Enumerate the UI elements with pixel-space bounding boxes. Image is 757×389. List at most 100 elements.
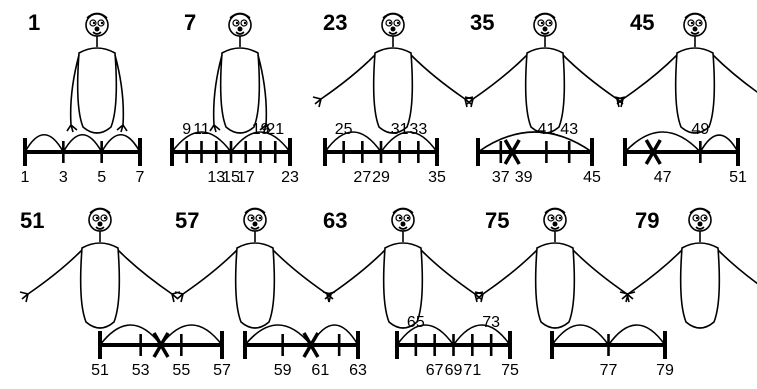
- torso: [681, 243, 720, 328]
- jump-arc: [609, 325, 666, 345]
- mouth: [551, 227, 559, 229]
- mouth: [251, 227, 259, 229]
- figure-51: 51: [20, 208, 180, 328]
- figure-number: 51: [20, 208, 44, 233]
- left-arm: [313, 55, 375, 107]
- pupil: [244, 22, 246, 24]
- pupil: [407, 217, 409, 219]
- figure-number: 79: [635, 208, 659, 233]
- pupil: [93, 22, 95, 24]
- torso: [236, 243, 275, 328]
- nose: [698, 222, 703, 227]
- number-label-below: 39: [515, 169, 533, 186]
- nose: [391, 27, 396, 32]
- jump-arc: [325, 132, 381, 152]
- number-label-below: 5: [97, 169, 106, 186]
- head: [89, 209, 111, 231]
- figure-35: 35: [465, 10, 625, 133]
- figure-number: 57: [175, 208, 199, 233]
- pupil: [236, 22, 238, 24]
- number-label-above: 21: [266, 121, 284, 138]
- number-label-above: 43: [560, 121, 578, 138]
- number-label-below: 47: [654, 169, 672, 186]
- torso: [81, 243, 120, 328]
- right-arm: [411, 55, 473, 107]
- number-label-below: 51: [91, 362, 109, 379]
- number-label-below: 57: [213, 362, 231, 379]
- number-label-below: 29: [372, 169, 390, 186]
- jump-arc: [25, 135, 63, 152]
- nose: [543, 27, 548, 32]
- pupil: [551, 217, 553, 219]
- number-label-above: 41: [538, 121, 556, 138]
- nose: [98, 222, 103, 227]
- mouth: [691, 32, 699, 34]
- pupil: [691, 22, 693, 24]
- number-label-below: 71: [463, 362, 481, 379]
- torso: [536, 243, 575, 328]
- head: [392, 209, 414, 231]
- jump-arc: [63, 135, 101, 152]
- number-label-above: 9: [182, 121, 191, 138]
- mouth: [93, 32, 101, 34]
- number-label-below: 53: [132, 362, 150, 379]
- number-label-above: 49: [691, 121, 709, 138]
- torso: [78, 48, 117, 133]
- pupil: [704, 217, 706, 219]
- number-label-below: 23: [281, 169, 299, 186]
- number-label-above: 31: [391, 121, 409, 138]
- head: [86, 14, 108, 36]
- number-label-below: 51: [729, 169, 747, 186]
- nose: [95, 27, 100, 32]
- figure-number: 75: [485, 208, 509, 233]
- jump-arc: [625, 132, 700, 152]
- figure-63: 63: [323, 208, 483, 328]
- right-arm: [713, 55, 757, 107]
- number-label-below: 1: [21, 169, 30, 186]
- pupil: [251, 217, 253, 219]
- pupil: [549, 22, 551, 24]
- nose: [253, 222, 258, 227]
- figure-number: 23: [323, 10, 347, 35]
- number-label-above: 25: [335, 121, 353, 138]
- figure-57: 57: [175, 208, 335, 328]
- figure-79: 79: [620, 208, 757, 328]
- mouth: [399, 227, 407, 229]
- head: [689, 209, 711, 231]
- head: [244, 209, 266, 231]
- number-label-below: 61: [311, 362, 329, 379]
- left-arm: [475, 250, 537, 302]
- pupil: [696, 217, 698, 219]
- number-label-below: 67: [426, 362, 444, 379]
- nose: [238, 27, 243, 32]
- number-label-below: 75: [501, 362, 519, 379]
- head: [382, 14, 404, 36]
- left-arm: [465, 55, 527, 107]
- figure-7: 7: [184, 10, 270, 133]
- figure-1: 1: [28, 10, 127, 133]
- pupil: [559, 217, 561, 219]
- pupil: [399, 217, 401, 219]
- nose: [553, 222, 558, 227]
- pupil: [259, 217, 261, 219]
- number-label-below: 35: [428, 169, 446, 186]
- figure-23: 23: [313, 10, 473, 133]
- number-label-above: 73: [482, 314, 500, 331]
- figure-number: 63: [323, 208, 347, 233]
- number-label-below: 27: [353, 169, 371, 186]
- pupil: [397, 22, 399, 24]
- pupil: [101, 22, 103, 24]
- figure-number: 7: [184, 10, 196, 35]
- pupil: [699, 22, 701, 24]
- number-label-above: 65: [407, 314, 425, 331]
- mouth: [236, 32, 244, 34]
- left-arm: [323, 250, 385, 302]
- jump-arc: [100, 325, 161, 345]
